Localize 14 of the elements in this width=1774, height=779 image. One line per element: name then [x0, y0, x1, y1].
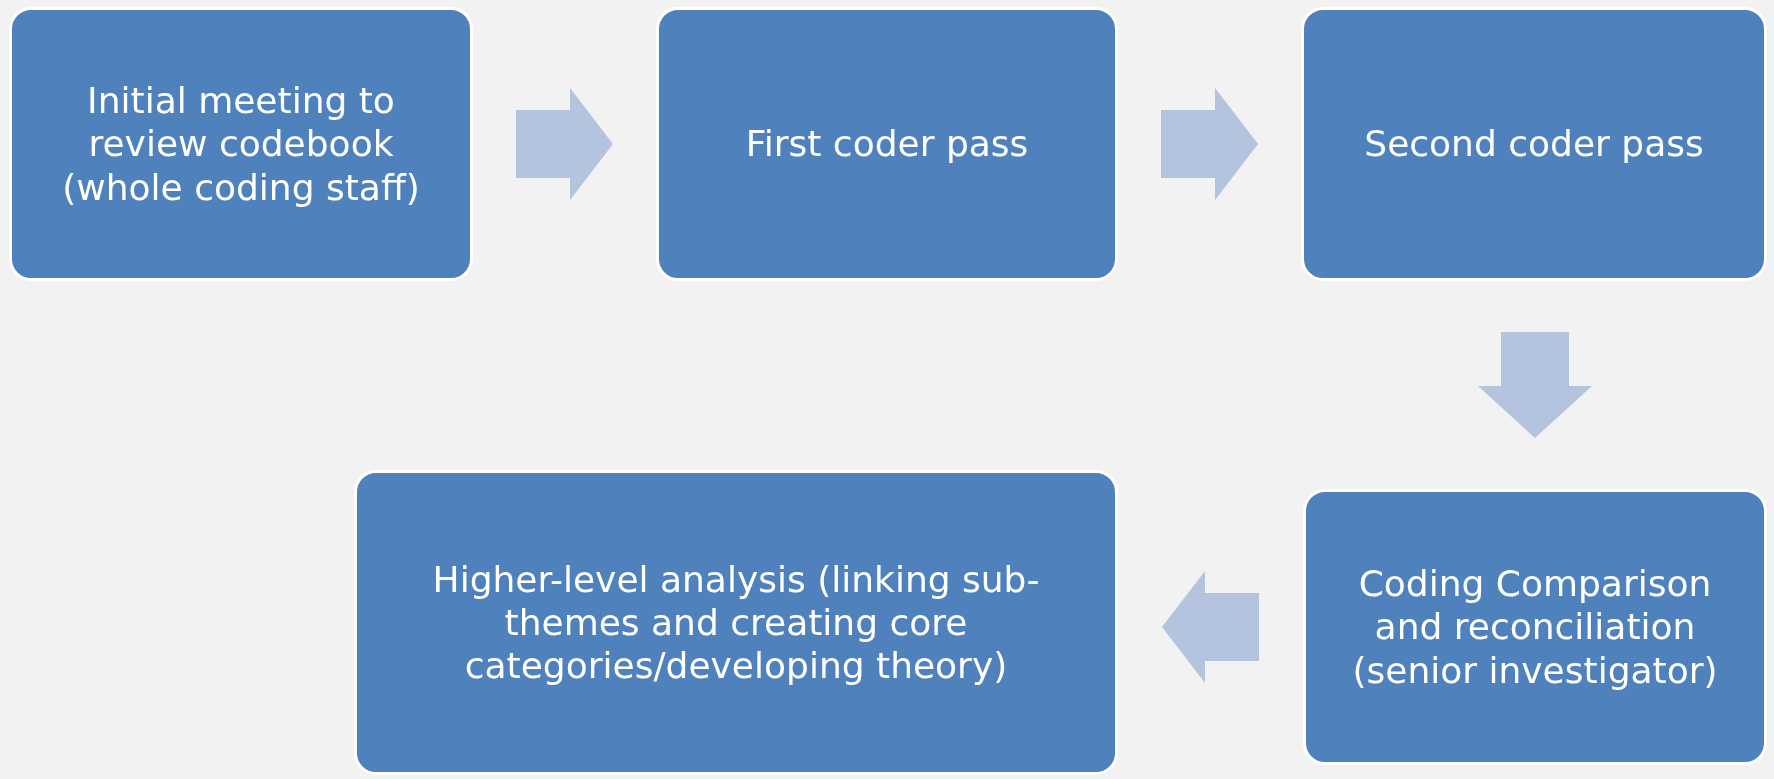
process-box [656, 7, 1118, 281]
process-box [1301, 7, 1767, 281]
process-box [1303, 489, 1767, 765]
block-arrow [1478, 332, 1592, 438]
step-text: First coder pass [745, 122, 1029, 166]
process-box [354, 470, 1118, 775]
step-text: Second coder pass [1364, 122, 1704, 166]
block-arrow [1162, 571, 1259, 683]
block-arrow [516, 88, 613, 200]
step-text: Higher-level analysis (linking sub-themes and creating core categories/developing theory) [431, 557, 1041, 688]
block-arrow [1161, 88, 1258, 200]
step-text: Initial meeting to review codebook (whole coding staff) [61, 79, 421, 209]
step-text: Coding Comparison and reconciliation (senior investigator) [1351, 562, 1719, 692]
process-box [9, 7, 473, 281]
